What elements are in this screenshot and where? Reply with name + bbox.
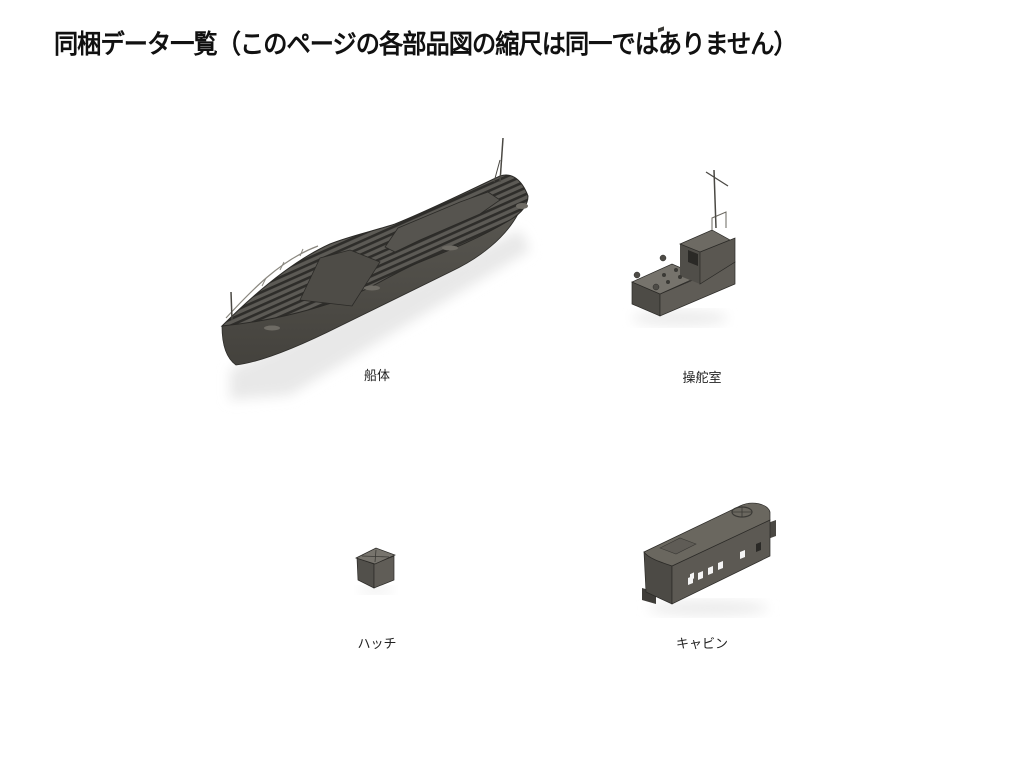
- part-label-hull: 船体: [363, 369, 391, 384]
- part-label-cabin: キャビン: [675, 637, 729, 652]
- page-title: 同梱データ一覧（このページの各部品図の縮尺は同一ではありません）: [54, 30, 798, 60]
- part-label-hatch: ハッチ: [357, 637, 397, 652]
- part-label-wheelhouse: 操舵室: [682, 371, 722, 386]
